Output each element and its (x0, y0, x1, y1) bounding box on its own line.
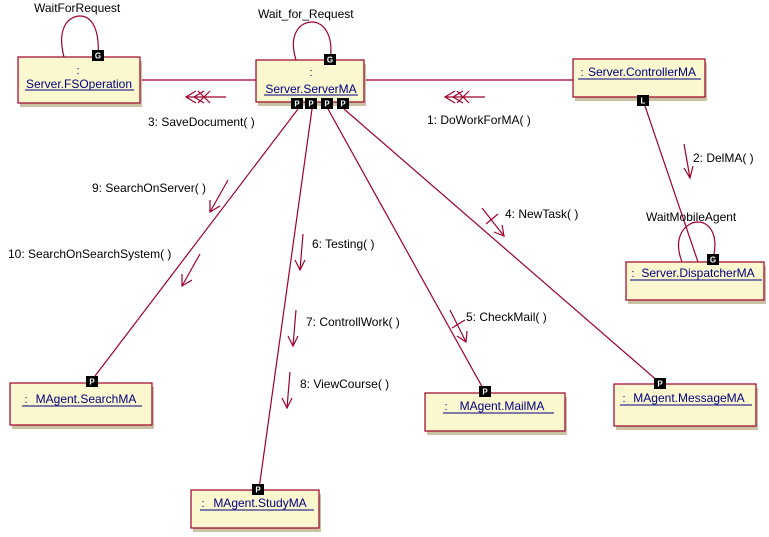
link-serverma-messagema (343, 108, 661, 384)
object-prefix: : (580, 67, 583, 79)
link-serverma-mailma (327, 108, 486, 393)
arrow-savedocument (184, 90, 226, 104)
object-prefix: : (622, 393, 625, 405)
loop-label-serverma: Wait_for_Request (258, 7, 354, 21)
arrow-checkmail (449, 309, 468, 344)
badge-serverma-p4: P (337, 98, 349, 109)
badge-fsoperation: G (92, 50, 104, 61)
object-name-serverma: Server.ServerMA (265, 82, 356, 96)
object-box-fsoperation (17, 56, 141, 104)
self-loops (61, 15, 716, 263)
badge-serverma-p2: P (305, 98, 317, 109)
message-label-4: 4: NewTask( ) (505, 207, 578, 221)
object-box-studyma (190, 489, 320, 529)
arrow-newtask (481, 207, 505, 237)
link-serverma-studyma (258, 108, 313, 490)
badge-serverma-top: G (324, 54, 336, 65)
object-prefix: : (444, 401, 447, 413)
object-studyma: : MAgent.StudyMA (190, 489, 321, 532)
message-arrows (181, 90, 694, 410)
arrow-doworkforma (443, 90, 485, 104)
svg-text:P: P (89, 378, 95, 387)
badge-mailma: P (479, 386, 491, 397)
object-box-controllerma (572, 58, 706, 98)
message-label-7: 7: ControllWork( ) (306, 315, 400, 329)
message-label-3: 3: SaveDocument( ) (148, 115, 255, 129)
arrow-delma (683, 143, 694, 180)
svg-text:P: P (657, 380, 663, 389)
message-label-8: 8: ViewCourse( ) (300, 377, 389, 391)
object-name-dispatcherma: Server.DispatcherMA (641, 266, 754, 280)
loop-label-fsoperation: WaitForRequest (34, 1, 121, 15)
message-label-6: 6: Testing( ) (312, 237, 374, 251)
badge-serverma-p1: P (291, 98, 303, 109)
badges: G G P P P P L G (86, 50, 719, 495)
message-label-2: 2: DelMA( ) (693, 151, 754, 165)
arrow-controllwork (287, 309, 299, 348)
badge-serverma-p3: P (321, 98, 333, 109)
arrow-viewcourse (281, 371, 293, 410)
object-name-studyma: MAgent.StudyMA (213, 496, 306, 510)
object-box-dispatcherma (625, 261, 765, 301)
loop-labels: WaitForRequest Wait_for_Request WaitMobi… (34, 1, 737, 224)
svg-text:P: P (255, 486, 261, 495)
badge-studyma: P (252, 484, 264, 495)
arrow-testing (294, 233, 306, 272)
svg-text:G: G (710, 256, 716, 265)
message-label-10: 10: SearchOnSearchSystem( ) (8, 247, 171, 261)
message-label-1: 1: DoWorkForMA( ) (427, 113, 531, 127)
message-label-5: 5: CheckMail( ) (466, 310, 547, 324)
arrow-searchonserver (209, 179, 229, 214)
object-searchma: : MAgent.SearchMA (9, 382, 154, 429)
object-name-searchma: MAgent.SearchMA (36, 392, 137, 406)
links (91, 79, 699, 490)
svg-text:P: P (482, 388, 488, 397)
object-prefix: : (201, 498, 204, 510)
link-serverma-searchma (91, 108, 299, 381)
object-fsoperation: : Server.FSOperation (17, 56, 142, 107)
selfloop-serverma (292, 21, 332, 61)
link-controllerma-dispatcherma (644, 105, 699, 263)
object-name-fsoperation: Server.FSOperation (26, 77, 132, 91)
svg-text:P: P (324, 100, 330, 109)
object-messagema: : MAgent.MessageMA (613, 383, 758, 430)
badge-searchma: P (86, 376, 98, 387)
object-box-searchma (9, 382, 153, 426)
badge-controllerma: L (637, 95, 649, 106)
object-prefix: : (76, 65, 79, 77)
object-name-controllerma: Server.ControllerMA (588, 65, 696, 79)
svg-text:P: P (294, 100, 300, 109)
object-prefix: : (24, 394, 27, 406)
arrow-searchonsearchsystem (181, 253, 201, 288)
object-prefix: : (309, 67, 312, 79)
selfloop-fsoperation (61, 15, 99, 58)
svg-text:G: G (327, 56, 333, 65)
badge-dispatcherma: G (707, 254, 719, 265)
svg-text:L: L (641, 97, 646, 106)
object-dispatcherma: Server.DispatcherMA : (625, 261, 766, 304)
message-label-9: 9: SearchOnServer( ) (92, 181, 206, 195)
object-prefix: : (631, 268, 634, 280)
svg-text:P: P (308, 100, 314, 109)
badge-messagema: P (654, 378, 666, 389)
svg-text:P: P (340, 100, 346, 109)
object-box-mailma (424, 392, 566, 432)
object-name-mailma: MAgent.MailMA (460, 399, 545, 413)
loop-label-dispatcherma: WaitMobileAgent (646, 210, 737, 224)
svg-text:G: G (95, 52, 101, 61)
object-name-messagema: MAgent.MessageMA (633, 391, 744, 405)
object-controllerma: Server.ControllerMA : (572, 58, 707, 101)
object-mailma: : MAgent.MailMA (424, 392, 567, 435)
selfloop-dispatcherma (677, 221, 716, 263)
message-labels: 3: SaveDocument( ) 1: DoWorkForMA( ) 2: … (8, 113, 754, 391)
